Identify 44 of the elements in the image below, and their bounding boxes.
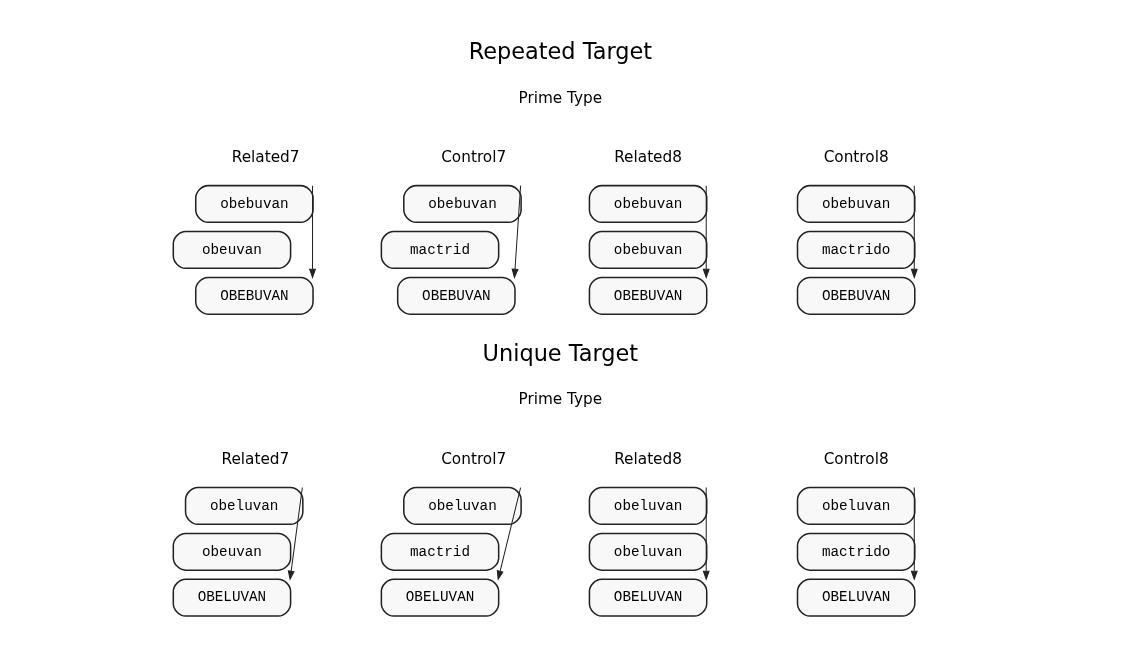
node-box: obeluvan <box>402 486 522 525</box>
node-box: mactrid <box>380 532 499 571</box>
node-box: OBEBUVAN <box>588 276 707 315</box>
arrow <box>308 185 316 279</box>
label: Control7 <box>440 147 506 166</box>
node-box: OBEBUVAN <box>194 276 314 315</box>
label: Related7 <box>231 147 299 166</box>
arrow <box>910 487 918 581</box>
node-box: OBEBUVAN <box>796 276 916 315</box>
node-box: OBELUVAN <box>588 578 707 617</box>
node-box: obeuvan <box>172 230 291 269</box>
node-box: OBELUVAN <box>380 578 499 617</box>
node-box: mactrido <box>796 230 916 269</box>
node-box: mactrido <box>796 532 916 571</box>
node-box: OBELUVAN <box>172 578 291 617</box>
node-box: mactrid <box>380 230 499 269</box>
node-box: OBELUVAN <box>796 578 916 617</box>
arrow <box>511 185 521 279</box>
node-box: obeuvan <box>172 532 291 571</box>
arrow <box>702 185 710 279</box>
node-box: obeluvan <box>796 486 916 525</box>
node-box: obebuvan <box>194 184 314 224</box>
node-box: obeluvan <box>588 486 707 525</box>
node-box: obeluvan <box>184 486 304 525</box>
arrow <box>702 487 710 581</box>
label: Unique Target <box>482 339 638 366</box>
label: Related8 <box>613 147 682 166</box>
label: Repeated Target <box>468 37 652 64</box>
node-box: obeluvan <box>588 532 707 571</box>
arrow <box>496 487 521 581</box>
node-box: OBEBUVAN <box>396 276 516 315</box>
node-box: obebuvan <box>588 230 707 269</box>
node-box: obebuvan <box>796 184 916 224</box>
label: Control8 <box>823 449 889 468</box>
node-box: obebuvan <box>402 184 522 224</box>
label: Prime Type <box>518 88 602 107</box>
label: Control8 <box>823 147 889 166</box>
arrow <box>287 487 303 581</box>
label: Related7 <box>221 449 289 468</box>
label: Control7 <box>440 449 506 468</box>
node-box: obebuvan <box>588 184 707 224</box>
arrow <box>910 185 918 279</box>
label: Prime Type <box>518 390 602 409</box>
label: Related8 <box>613 449 682 468</box>
